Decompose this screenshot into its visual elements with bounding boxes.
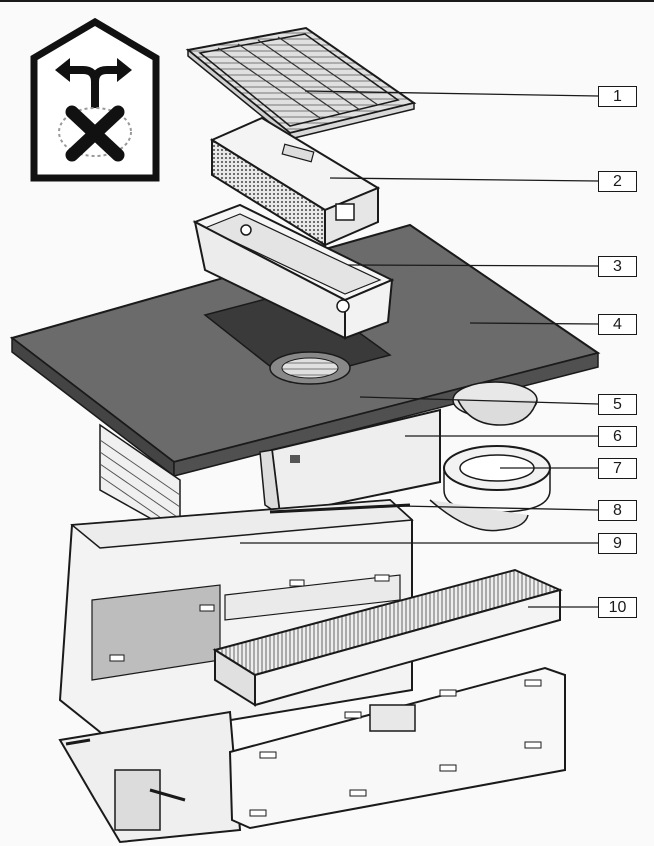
callout-5: 5 bbox=[598, 394, 637, 415]
callout-8: 8 bbox=[598, 500, 637, 521]
callout-7: 7 bbox=[598, 458, 637, 479]
no-ducting-house-icon bbox=[30, 17, 160, 182]
callout-6: 6 bbox=[598, 426, 637, 447]
callout-10: 10 bbox=[598, 597, 637, 618]
part-7-seal-ring bbox=[429, 445, 551, 532]
callout-3: 3 bbox=[598, 256, 637, 277]
part-1-grease-filter bbox=[185, 26, 417, 141]
fan-housing bbox=[452, 381, 538, 426]
leader-lines bbox=[240, 90, 599, 608]
part-3-grease-tray bbox=[192, 203, 395, 340]
callout-9: 9 bbox=[598, 533, 637, 554]
part-6-motor-unit bbox=[259, 408, 441, 517]
callout-2: 2 bbox=[598, 171, 637, 192]
back-plate bbox=[228, 666, 566, 830]
part-8-rail bbox=[269, 503, 411, 514]
callout-1: 1 bbox=[598, 86, 637, 107]
callout-4: 4 bbox=[598, 314, 637, 335]
base-outlet bbox=[58, 710, 242, 844]
part-2-filter-cover bbox=[209, 116, 381, 247]
part-10-odour-filter bbox=[212, 568, 563, 707]
